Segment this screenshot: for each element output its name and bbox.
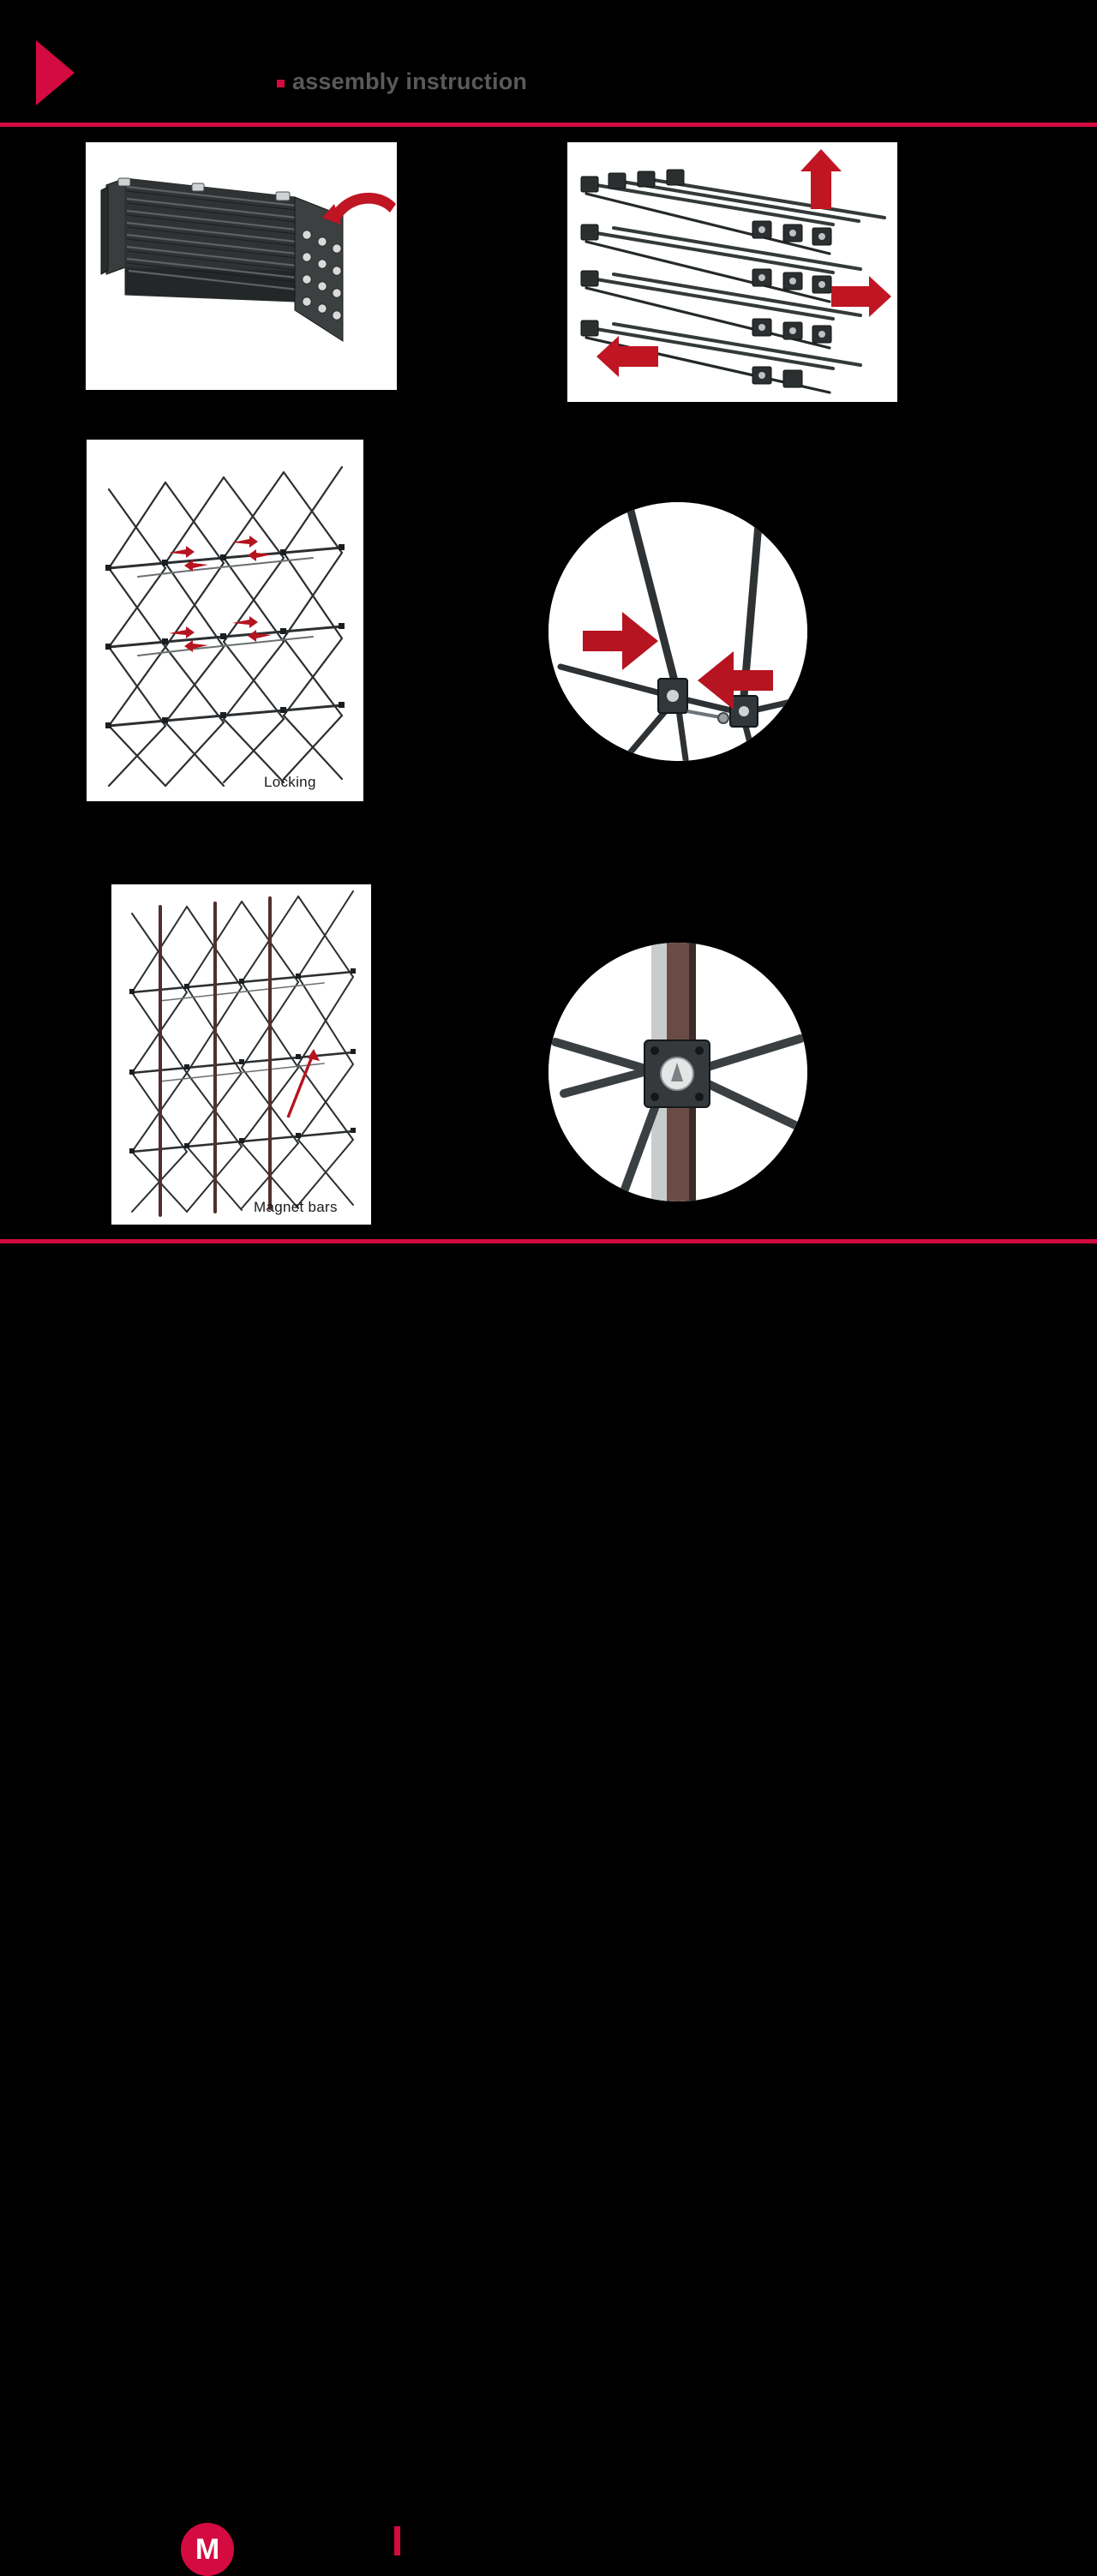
small-red-arrows (169, 536, 272, 652)
page-title-row: assembly instruction (277, 70, 527, 93)
locking-detail-illustration (548, 502, 807, 761)
footer-accent-bar (394, 2526, 400, 2555)
small-red-arrow (286, 1049, 320, 1118)
left-pressing-red-arrow (583, 612, 658, 670)
page-footer: M (0, 1243, 1097, 2576)
up-red-arrow (800, 149, 842, 209)
header-divider-rule (0, 123, 1097, 127)
magnet-bars-illustration (111, 884, 371, 1225)
panel-locking-frame: Locking (87, 440, 363, 801)
right-red-arrow (831, 276, 891, 317)
page-title: assembly instruction (292, 69, 528, 94)
right-pressing-red-arrow (698, 651, 773, 710)
expanding-frame-illustration (567, 142, 897, 402)
left-red-arrow (596, 336, 658, 377)
locking-frame-illustration (87, 440, 363, 801)
panel-label-locking: Locking (264, 774, 316, 790)
panel-magnet-bars-frame: Magnet bars (111, 884, 371, 1225)
callout-locking-detail (548, 502, 807, 761)
square-bullet-icon (277, 80, 285, 87)
play-triangle-icon (36, 40, 75, 105)
brand-logo: M (181, 2523, 234, 2576)
curved-red-arrow (322, 192, 396, 225)
panel-expanding-frame (567, 142, 897, 402)
panel-label-magnet-bars: Magnet bars (254, 1199, 338, 1215)
page-header: assembly instruction (0, 0, 1097, 120)
magnet-bar-detail-illustration (548, 943, 807, 1201)
footer-divider-rule (0, 1239, 1097, 1243)
panel-folded-frame (86, 142, 397, 390)
callout-magnet-bar-detail (548, 943, 807, 1201)
brand-logo-letter: M (195, 2533, 220, 2566)
folded-frame-illustration (86, 142, 397, 390)
